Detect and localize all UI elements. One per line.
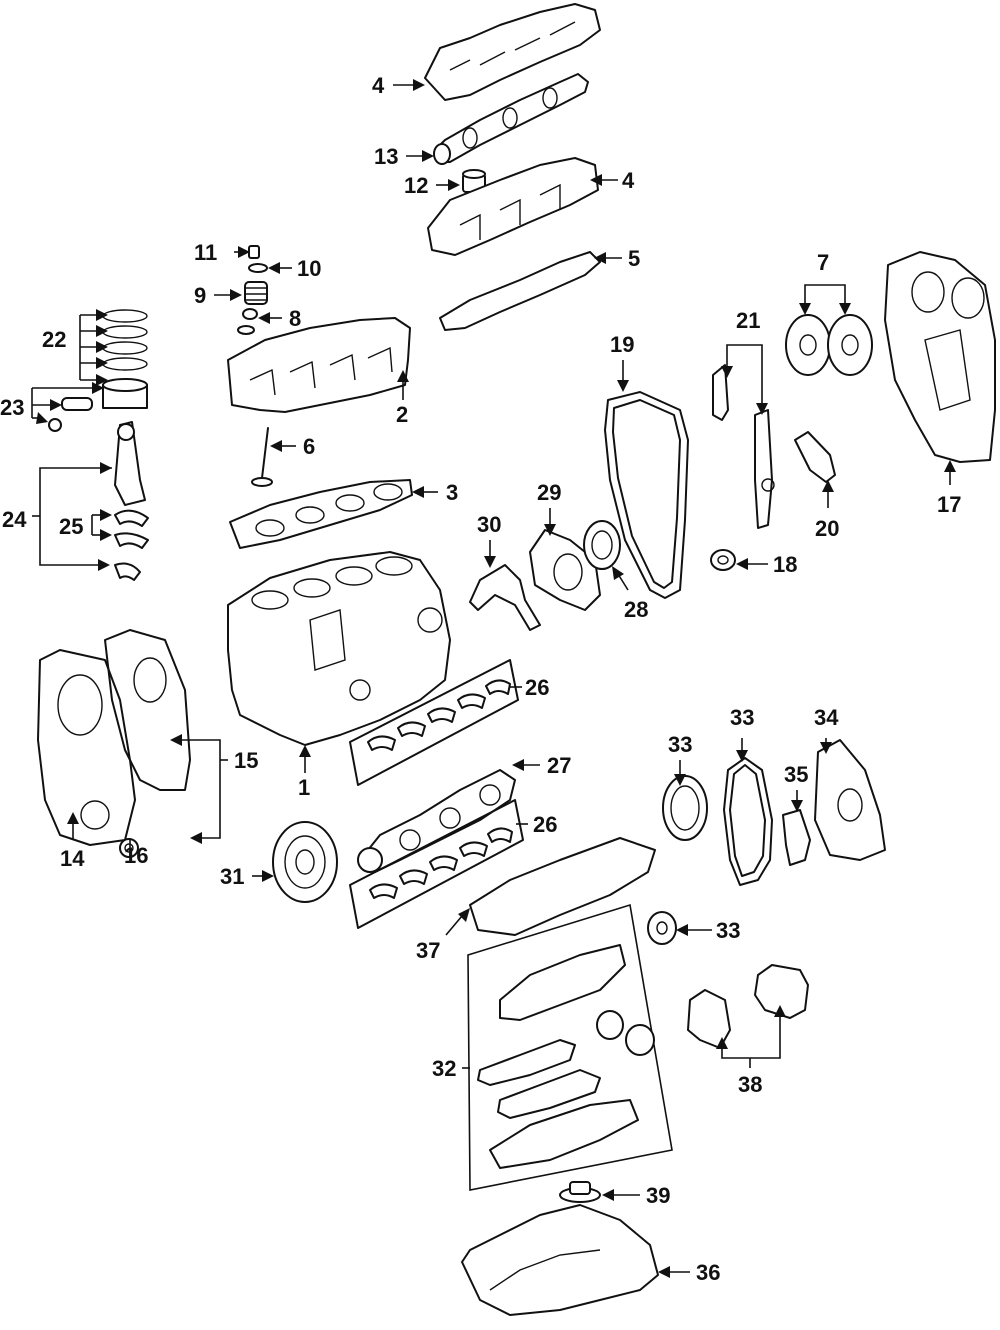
part-oil-pickup [559,1181,601,1203]
part-cylinder-head [227,317,411,413]
callout-15: 15 [234,748,258,773]
callout-24: 24 [2,507,27,532]
part-cam-housing-lower [427,157,599,256]
part-rear-seal-gasket [469,564,541,631]
callout-labels: 4 13 12 4 11 10 5 9 8 7 22 21 19 23 2 6 … [0,73,961,1285]
part-chain-guide-small [794,431,836,483]
callout-31: 31 [220,864,244,889]
callout-37: 37 [416,938,440,963]
part-camshaft [433,73,589,165]
part-valve-spring [244,281,268,305]
callout-20: 20 [815,516,839,541]
callout-36: 36 [696,1260,720,1285]
callout-5: 5 [628,246,640,271]
part-balance-shaft-assembly [467,903,673,1191]
part-main-bearings-lower [349,799,524,929]
part-connecting-rod [114,421,146,506]
part-balance-sprocket [647,911,677,945]
part-oil-pan-gasket [469,837,656,936]
callout-22: 22 [42,327,66,352]
callout-6: 6 [303,434,315,459]
callout-9: 9 [194,283,206,308]
callout-26-upper: 26 [525,675,549,700]
part-head-gasket [229,479,413,549]
part-harmonic-balancer [272,821,338,903]
callout-28: 28 [624,597,648,622]
callout-25: 25 [59,514,83,539]
callout-38: 38 [738,1072,762,1097]
callout-35: 35 [784,762,808,787]
callout-34: 34 [814,705,839,730]
part-rear-seal-housing [529,529,601,611]
callout-26-lower: 26 [533,812,557,837]
callout-23: 23 [0,395,24,420]
part-balance-tensioner [782,809,811,866]
part-cam-cover-gasket [439,251,601,331]
part-balance-shaft-seal [662,775,708,841]
part-engine-mount-front [687,989,731,1049]
callout-33-seal: 33 [668,732,692,757]
callout-4-upper: 4 [372,73,385,98]
callout-1: 1 [298,775,310,800]
callout-16: 16 [124,843,148,868]
callout-27: 27 [547,753,571,778]
callout-11: 11 [194,240,217,265]
part-oil-pan [461,1204,659,1316]
part-engine-mount-rear [754,964,809,1019]
part-valve-seal [237,308,258,335]
part-piston [48,378,148,432]
part-engine-block [227,551,451,746]
callout-29: 29 [537,480,561,505]
part-crank-seal [119,838,139,858]
part-valve-keeper [248,245,260,259]
callout-12: 12 [404,173,428,198]
callout-21: 21 [736,308,760,333]
part-balance-shaft-chain [723,757,773,886]
callout-39: 39 [646,1183,670,1208]
part-rear-main-seal [583,520,621,570]
callout-3: 3 [446,480,458,505]
callout-33-chain: 33 [730,705,754,730]
callout-33-sprocket: 33 [716,918,740,943]
callout-18: 18 [773,552,797,577]
part-chain-tensioner [710,549,736,571]
callout-17: 17 [937,492,961,517]
callout-8: 8 [289,306,301,331]
callout-19: 19 [610,332,634,357]
callout-4-lower: 4 [622,168,635,193]
part-cam-housing-upper [424,3,601,101]
callout-7: 7 [817,250,829,275]
callout-14: 14 [60,846,85,871]
part-timing-cover [884,251,996,463]
callout-32: 32 [432,1056,456,1081]
part-valve [251,427,273,487]
callout-2: 2 [396,402,408,427]
part-piston-rings [102,309,148,371]
part-main-bearings-upper [349,659,519,786]
part-rod-bearings [114,509,149,581]
part-timing-chain [604,391,689,599]
callout-30: 30 [477,512,501,537]
part-front-cover-gasket [104,629,191,791]
part-balance-shaft-cover [814,739,886,861]
part-cam-sprockets [785,314,873,376]
callout-10: 10 [297,256,321,281]
leaders [31,79,956,1278]
callout-13: 13 [374,144,398,169]
part-chain-guides [712,364,775,529]
part-front-cover [37,649,136,846]
part-valve-retainer [248,263,268,273]
